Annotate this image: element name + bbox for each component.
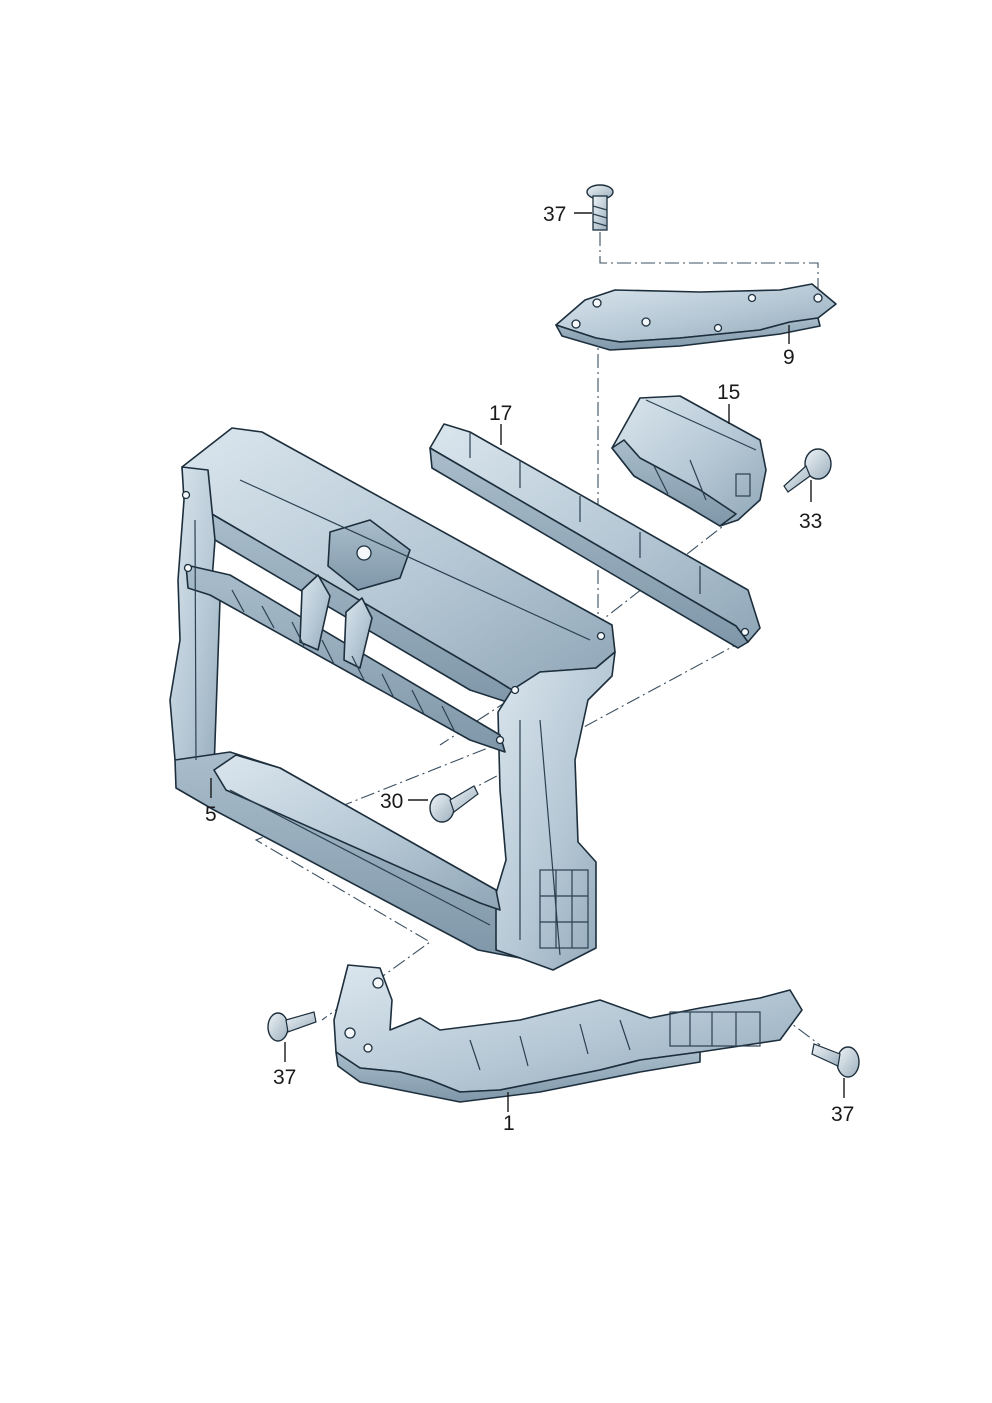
callout-label: 5 bbox=[205, 803, 217, 826]
guide-rail bbox=[429, 423, 761, 649]
callout-37-top: 37 bbox=[543, 203, 592, 226]
callout-33: 33 bbox=[799, 480, 822, 533]
screw-icon bbox=[811, 1043, 860, 1078]
callout-30: 30 bbox=[380, 790, 428, 813]
callout-label: 37 bbox=[543, 203, 566, 226]
screw-icon bbox=[429, 785, 479, 823]
callout-15: 15 bbox=[717, 381, 740, 424]
carrier bbox=[333, 964, 803, 1103]
callout-label: 9 bbox=[783, 346, 795, 369]
air-duct bbox=[611, 395, 767, 527]
callout-5: 5 bbox=[205, 778, 217, 826]
callout-label: 17 bbox=[489, 402, 512, 425]
callout-label: 33 bbox=[799, 510, 822, 533]
callout-37-lower-left: 37 bbox=[273, 1042, 296, 1089]
callout-label: 15 bbox=[717, 381, 740, 404]
screw-icon bbox=[783, 448, 832, 493]
callout-1: 1 bbox=[503, 1092, 515, 1135]
callout-label: 30 bbox=[380, 790, 403, 813]
callout-label: 37 bbox=[831, 1103, 854, 1126]
front-end-frame bbox=[169, 427, 616, 971]
callout-37-lower-right: 37 bbox=[831, 1078, 854, 1126]
callout-17: 17 bbox=[489, 402, 512, 445]
callout-label: 1 bbox=[503, 1112, 515, 1135]
callout-label: 37 bbox=[273, 1066, 296, 1089]
upper-bracket bbox=[555, 283, 837, 351]
screw-icon bbox=[267, 1011, 317, 1042]
callout-9: 9 bbox=[783, 325, 795, 369]
screw-icon bbox=[586, 184, 614, 231]
